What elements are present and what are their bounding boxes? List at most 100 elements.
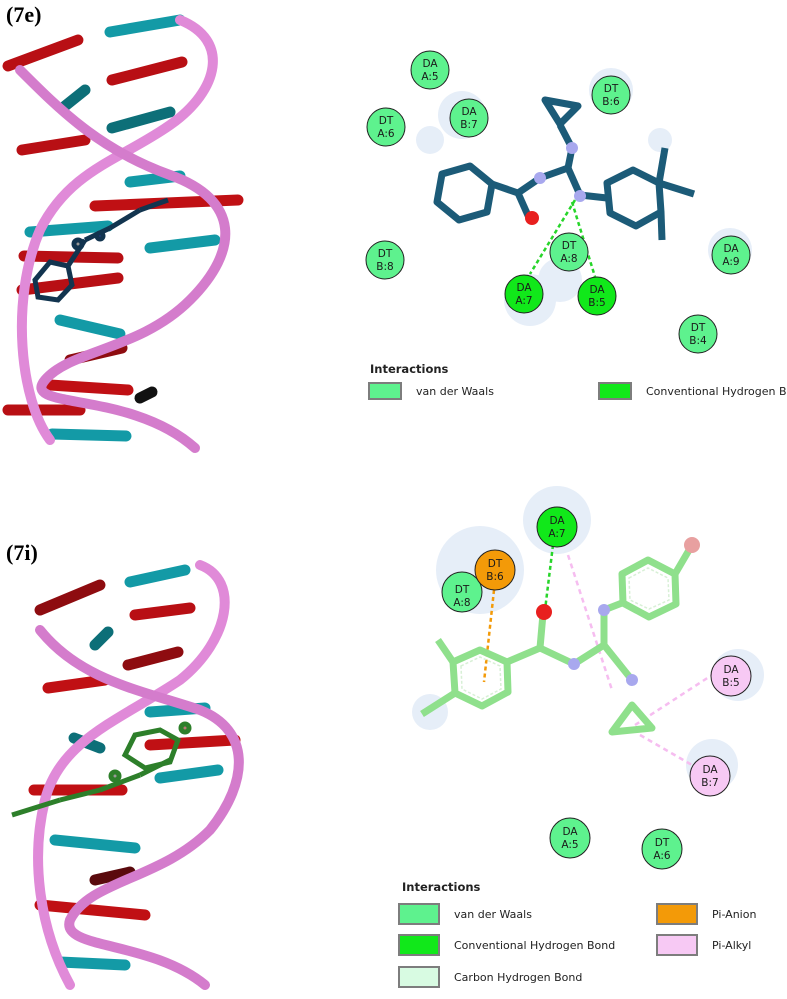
dna-base-pairs-bottom	[28, 564, 241, 971]
residue-label-da-a5-id: A:5	[421, 71, 438, 83]
dna-backbone-bottom-2	[35, 625, 244, 990]
residue-label-da-a9: DA	[723, 243, 739, 255]
panel-label-7e: (7e)	[6, 2, 42, 27]
legend-item-pi-alkyl: Pi-Alkyl	[656, 934, 751, 956]
residue-label-da-b7: DA	[461, 106, 477, 118]
residue-label-da-a7-id: A:7	[515, 295, 532, 307]
residue-label-dt-a8-id: A:8	[453, 597, 470, 609]
residue-label-dt-b6-id: B:6	[602, 96, 620, 108]
ligand-7e-2d	[433, 96, 696, 241]
hbond-lines-7e	[528, 199, 598, 281]
dna-backbone-top-2	[15, 65, 231, 453]
residue-label-da-a5-id: A:5	[561, 839, 578, 851]
legend-item-conventional-hydrogen-bond: Conventional Hydrogen Bond	[398, 934, 615, 956]
residue-labels-7e: DA A:5 DT B:6 DT A:6 DA B:7 DT B:8 DT A:…	[376, 58, 739, 347]
residue-label-da-b5-id: B:5	[588, 297, 605, 309]
residue-label-dt-b4: DT	[691, 322, 706, 334]
residue-label-dt-b6-id: B:6	[486, 571, 504, 583]
residue-label-da-b5: DA	[589, 284, 605, 296]
legend-item-carbon-hydrogen-bond: Carbon Hydrogen Bond	[398, 966, 582, 988]
residue-disc	[689, 755, 731, 797]
residue-label-dt-b8-id: B:8	[376, 261, 393, 273]
residue-disc	[504, 274, 544, 314]
residue-disc	[641, 828, 683, 870]
legend-7i: Interactions van der Waals Pi-Anion Conv…	[398, 880, 787, 995]
residue-disc	[711, 235, 751, 275]
legend-label: Pi-Anion	[712, 907, 757, 921]
residue-label-dt-b8: DT	[378, 248, 393, 260]
residue-label-da-b5-id: B:5	[722, 677, 739, 689]
residue-label-da-a7: DA	[549, 515, 565, 527]
swatch-conventional-hydrogen-bond	[398, 934, 440, 956]
residue-disc	[591, 75, 631, 115]
residue-discs-7e	[365, 50, 751, 354]
residue-disc	[577, 276, 617, 316]
residue-label-da-a5: DA	[422, 58, 438, 70]
legend-item-van-der-waals: van der Waals	[398, 903, 532, 925]
residue-label-dt-a6: DT	[655, 837, 670, 849]
residue-disc	[549, 232, 589, 272]
legend-label: Pi-Alkyl	[712, 938, 752, 952]
legend-title: Interactions	[402, 880, 481, 894]
swatch-pi-alkyl	[656, 934, 698, 956]
legend-label: Carbon Hydrogen Bond	[454, 970, 583, 984]
dna-backbone-bottom-1	[33, 560, 230, 990]
dna-backbone-top-1	[16, 15, 218, 445]
residue-disc	[365, 240, 405, 280]
residue-labels-7i: DA A:7 DT B:6 DT A:8 DA B:5 DA B:7 DA A:…	[453, 515, 739, 862]
swatch-pi-anion	[656, 903, 698, 925]
residue-disc	[536, 506, 578, 548]
residue-disc	[678, 314, 718, 354]
residue-label-dt-a6: DT	[379, 115, 394, 127]
residue-disc	[449, 98, 489, 138]
ligand-7e-3d	[32, 197, 169, 303]
residue-disc	[549, 817, 591, 859]
residue-label-da-b7-id: B:7	[460, 119, 477, 131]
residue-label-dt-b6: DT	[488, 558, 503, 570]
residue-label-dt-a6-id: A:6	[653, 850, 671, 862]
swatch-van-der-waals	[368, 382, 402, 400]
residue-disc	[441, 571, 483, 613]
residue-label-dt-a6-id: A:6	[377, 128, 395, 140]
swatch-van-der-waals	[398, 903, 440, 925]
legend-7e: Interactions van der Waals Conventional …	[368, 362, 787, 412]
residue-label-da-a9-id: A:9	[722, 256, 739, 268]
panel-label-7i: (7i)	[6, 540, 38, 565]
legend-label: Conventional Hydrogen Bond	[646, 384, 787, 398]
legend-item-conventional-hydrogen-bond: Conventional Hydrogen Bond	[598, 382, 787, 400]
residue-label-da-a5: DA	[562, 826, 578, 838]
residue-disc	[366, 107, 406, 147]
legend-label: van der Waals	[416, 384, 494, 398]
residue-label-da-a7-id: A:7	[548, 528, 565, 540]
residue-halos-7i	[412, 486, 764, 791]
ligand-7i-3d	[11, 721, 192, 818]
residue-disc	[474, 549, 516, 591]
residue-disc	[410, 50, 450, 90]
legend-title: Interactions	[370, 362, 449, 376]
legend-item-pi-anion: Pi-Anion	[656, 903, 756, 925]
ligand-7i-atoms	[460, 537, 700, 700]
residue-label-da-a7: DA	[516, 282, 532, 294]
residue-label-dt-b4-id: B:4	[689, 335, 707, 347]
residue-label-dt-a8: DT	[562, 240, 577, 252]
legend-item-van-der-waals: van der Waals	[368, 382, 494, 400]
legend-label: Conventional Hydrogen Bond	[454, 938, 616, 952]
residue-discs-7i	[441, 506, 752, 870]
pi-anion-lines-7i	[482, 589, 496, 683]
residue-disc	[710, 655, 752, 697]
swatch-conventional-hydrogen-bond	[598, 382, 632, 400]
residue-label-dt-b6: DT	[604, 83, 619, 95]
residue-label-da-b7-id: B:7	[701, 777, 718, 789]
residue-label-dt-a8: DT	[455, 584, 470, 596]
swatch-carbon-hydrogen-bond	[398, 966, 440, 988]
legend-label: van der Waals	[454, 907, 532, 921]
ligand-7e-atoms	[443, 142, 656, 225]
pi-alkyl-lines-7i	[566, 554, 713, 767]
residue-label-da-b5: DA	[723, 664, 739, 676]
hbond-lines-7i	[543, 544, 555, 611]
residue-label-dt-a8-id: A:8	[560, 253, 577, 265]
residue-label-da-b7: DA	[702, 764, 718, 776]
